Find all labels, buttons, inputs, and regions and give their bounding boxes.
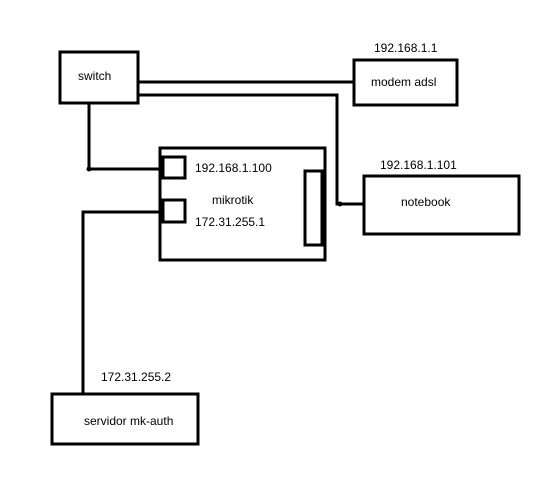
server-box[interactable]	[50, 392, 200, 446]
modem-ip: 192.168.1.1	[374, 41, 438, 55]
junction-dot	[337, 201, 343, 207]
notebook-ip: 192.168.1.101	[380, 158, 457, 172]
mikrotik-ip-lan: 192.168.1.100	[195, 161, 272, 175]
junction-dot	[86, 166, 92, 172]
server-label: servidor mk-auth	[84, 414, 173, 428]
mikrotik-box[interactable]	[158, 146, 327, 262]
switch-label: switch	[78, 69, 111, 83]
link-mikrotik-server	[81, 210, 163, 394]
server-ip: 172.31.255.2	[101, 370, 171, 384]
mikrotik-port-lan[interactable]	[161, 155, 187, 180]
modem-box[interactable]	[352, 58, 459, 107]
mikrotik-label: mikrotik	[212, 193, 254, 207]
notebook-box[interactable]	[362, 174, 521, 236]
modem-label: modem adsl	[371, 75, 436, 89]
mikrotik-side-panel	[303, 169, 324, 247]
link-switch-notebook	[138, 93, 364, 206]
mikrotik-ip-wan: 172.31.255.1	[195, 215, 265, 229]
switch-box[interactable]	[58, 50, 140, 105]
mikrotik-port-wan[interactable]	[161, 198, 187, 224]
notebook-label: notebook	[401, 195, 451, 209]
